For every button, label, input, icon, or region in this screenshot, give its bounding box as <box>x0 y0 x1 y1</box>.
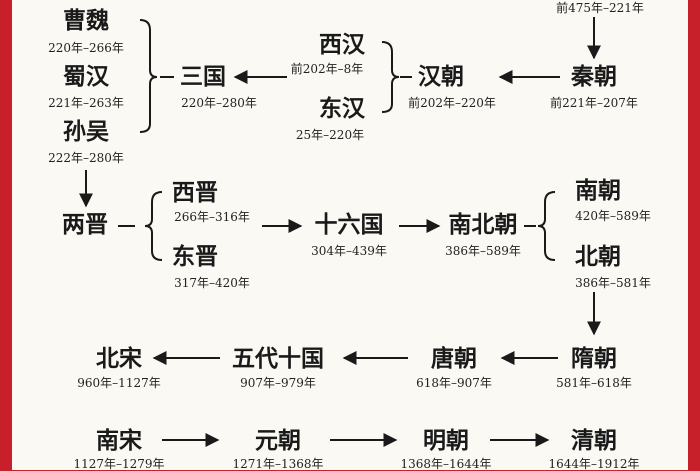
nanchao-years: 420年–589年 <box>575 209 651 223</box>
connector-layer <box>79 17 601 447</box>
nansong-name: 南宋 <box>96 428 142 454</box>
qing-years: 1644年–1912年 <box>548 457 640 471</box>
han-brace <box>381 41 400 113</box>
dongjin-years: 317年–420年 <box>174 276 250 290</box>
yuan-name: 元朝 <box>255 428 301 454</box>
qin-years: 前221年–207年 <box>550 96 638 110</box>
xihan-years: 前202年–8年 <box>290 62 364 76</box>
beichao-name: 北朝 <box>575 244 621 270</box>
nanbeichao-years: 386年–589年 <box>445 244 521 258</box>
donghan-name: 东汉 <box>319 96 365 122</box>
shu-han-name: 蜀汉 <box>63 64 109 90</box>
beisong-years: 960年–1127年 <box>77 376 161 390</box>
donghan-years: 25年–220年 <box>295 128 365 142</box>
qin-name: 秦朝 <box>571 64 617 90</box>
shiliuguo-years: 304年–439年 <box>311 244 387 258</box>
wudai-years: 907年–979年 <box>240 376 316 390</box>
ming-years: 1368年–1644年 <box>400 457 492 471</box>
yuan-years: 1271年–1368年 <box>232 457 324 471</box>
han-name: 汉朝 <box>418 64 464 90</box>
sun-wu-name: 孙吴 <box>63 119 109 145</box>
cao-wei-years: 220年–266年 <box>48 41 124 55</box>
pre-qin-years: 前475年–221年 <box>556 1 644 15</box>
shiliuguo-name: 十六国 <box>314 212 384 238</box>
tang-name: 唐朝 <box>431 346 477 372</box>
sui-years: 581年–618年 <box>556 376 632 390</box>
ming-name: 明朝 <box>423 428 469 454</box>
nansong-years: 1127年–1279年 <box>73 457 165 471</box>
nanchao-name: 南朝 <box>575 178 621 204</box>
sun-wu-years: 222年–280年 <box>48 151 124 165</box>
qing-name: 清朝 <box>571 428 617 454</box>
sanguo-name: 三国 <box>180 64 226 90</box>
timeline-diagram: 前475年–221年 秦朝 前221年–207年 汉朝 前202年–220年 西… <box>12 0 688 471</box>
dongjin-name: 东晋 <box>172 244 218 270</box>
beichao-years: 386年–581年 <box>575 276 651 290</box>
tang-years: 618年–907年 <box>416 376 492 390</box>
han-years: 前202年–220年 <box>408 96 496 110</box>
sanguo-years: 220年–280年 <box>181 96 257 110</box>
nanbeichao-name: 南北朝 <box>448 212 518 238</box>
xijin-years: 266年–316年 <box>174 210 250 224</box>
liangjin-brace <box>144 191 163 261</box>
wudai-name: 五代十国 <box>232 346 324 372</box>
nanbeichao-brace <box>537 191 556 261</box>
cao-wei-name: 曹魏 <box>63 8 109 34</box>
shu-han-years: 221年–263年 <box>48 96 124 110</box>
sanguo-brace <box>139 19 158 133</box>
beisong-name: 北宋 <box>96 346 142 372</box>
liangjin-name: 两晋 <box>62 212 108 238</box>
xijin-name: 西晋 <box>172 180 218 206</box>
sui-name: 隋朝 <box>571 346 617 372</box>
xihan-name: 西汉 <box>319 32 365 58</box>
